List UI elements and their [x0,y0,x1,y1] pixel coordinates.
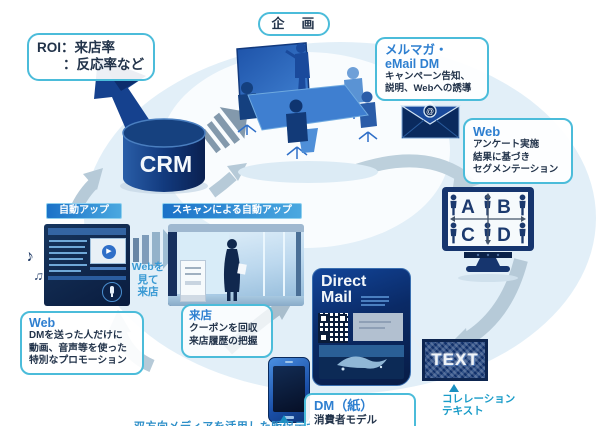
roi-box: ROI：来店率 ：反応率など [27,33,155,81]
web-promo-title: Web [29,316,56,330]
dm-paper-body-1: 消費者モデル [314,414,377,426]
correlation-caption: コレレーション テキスト [442,393,515,417]
direct-mail-title: Direct Mail [321,274,366,306]
visit-body-2: 来店履歴の把握 [189,335,258,347]
segment-c-label: C [461,225,475,246]
roi-line-1: ROI：来店率 [37,40,116,55]
web-survey-body-3: セグメンテーション [473,164,559,175]
video-player: ▶ [90,238,126,264]
store-awning [168,224,304,232]
store-door-frame [296,232,301,306]
play-icon: ▶ [102,245,116,259]
address-panel [353,313,403,341]
web-survey-box: Web アンケート実施 結果に基づき セグメンテーション [463,118,573,184]
pointer-triangle-text [449,384,459,392]
store-kiosk-photo [168,224,304,306]
web-page-screenshot: ▶ [44,224,130,306]
segment-d-label: D [497,225,511,246]
web-promo-body-2: 動画、音声等を使った [29,342,127,354]
segment-cross-arrows-icon [450,193,526,245]
web-visit-line-1: Webを [131,261,165,273]
mailmag-box: メルマガ・ eMail DM キャンペーン告知、 説明、Webへの誘導 [375,37,489,101]
pointer-triangle-phone [279,415,289,423]
smartphone-icon [268,357,310,423]
dm-paper-title: DM（紙） [314,398,374,413]
bottom-clipped-caption: 双方向メディアを活用した販促テキスト [134,417,310,426]
direct-mail-line-2: Mail [321,289,353,306]
mailmag-body-1: キャンペーン告知、 [385,71,471,82]
visit-body-1: クーポンを回収 [189,323,258,334]
presenter-figure [285,43,310,93]
auto-upload-label: 自動アップ [46,203,122,219]
mailmag-title-2: eMail DM [385,57,440,71]
segmentation-monitor: A B C D [442,187,534,282]
scan-auto-upload-label: スキャンによる自動アップ [162,203,302,219]
mailmag-title-1: メルマガ・ [385,43,448,57]
monitor-stand [476,258,500,266]
email-envelope-icon: @ [399,104,462,139]
qr-code-icon [318,313,348,343]
web-survey-body-2: 結果に基づき [473,151,531,163]
web-survey-body-1: アンケート実施 [473,139,540,150]
web-promo-body-1: DMを送った人だけに [29,330,123,341]
crm-label: CRM [140,151,192,177]
cycle-arrowhead-to-meeting [227,163,247,181]
webpage-divider [48,276,126,280]
webpage-header-bar [48,228,126,235]
segment-a-label: A [461,197,475,218]
correlation-line-1: コレレーション [442,393,516,405]
scan-kiosk [180,260,206,302]
planning-meeting-illustration [236,42,378,183]
visit-box: 来店 クーポンを回収 来店履歴の把握 [181,304,273,358]
visit-title: 来店 [189,310,212,322]
roi-line-2: ：反応率など [63,57,144,72]
microphone-icon [102,282,122,302]
video-progress-bar [90,267,126,270]
meeting-table [247,84,369,131]
web-promo-box: Web DMを送った人だけに 動画、音声等を使った 特別なプロモーション [20,311,144,375]
web-survey-title: Web [473,124,501,139]
mailmag-body-2: 説明、Webへの誘導 [385,83,472,94]
segment-b-label: B [497,197,511,218]
crm-database-icon: CRM [120,118,208,194]
web-visit-line-3: 来店 [137,286,159,298]
bottom-clipped-text: 双方向メディアを活用した販促テキスト [134,421,310,426]
store-pillar [168,232,177,306]
at-icon: @ [426,107,434,116]
planning-label: 企 画 [271,16,317,31]
direct-mail-card: Direct Mail [312,268,411,386]
web-promo-body-3: 特別なプロモーション [29,355,127,366]
whale-photo [319,345,404,379]
web-visit-line-2: 見て [137,273,159,286]
text-badge-label: TEXT [431,350,479,369]
planning-box: 企 画 [258,12,330,36]
dm-paper-box: DM（紙） 消費者モデル [304,393,416,426]
direct-mail-line-1: Direct [321,273,367,290]
seated-figure-front [286,99,308,143]
shopper-silhouette [223,239,247,301]
monitor-base [466,266,510,272]
cycle-arrowhead-to-crm [83,168,103,190]
text-badge: TEXT [422,339,488,381]
correlation-line-2: テキスト [442,405,484,417]
web-visit-caption: Webを 見て 来店 [128,261,168,299]
phone-screen [273,366,305,412]
